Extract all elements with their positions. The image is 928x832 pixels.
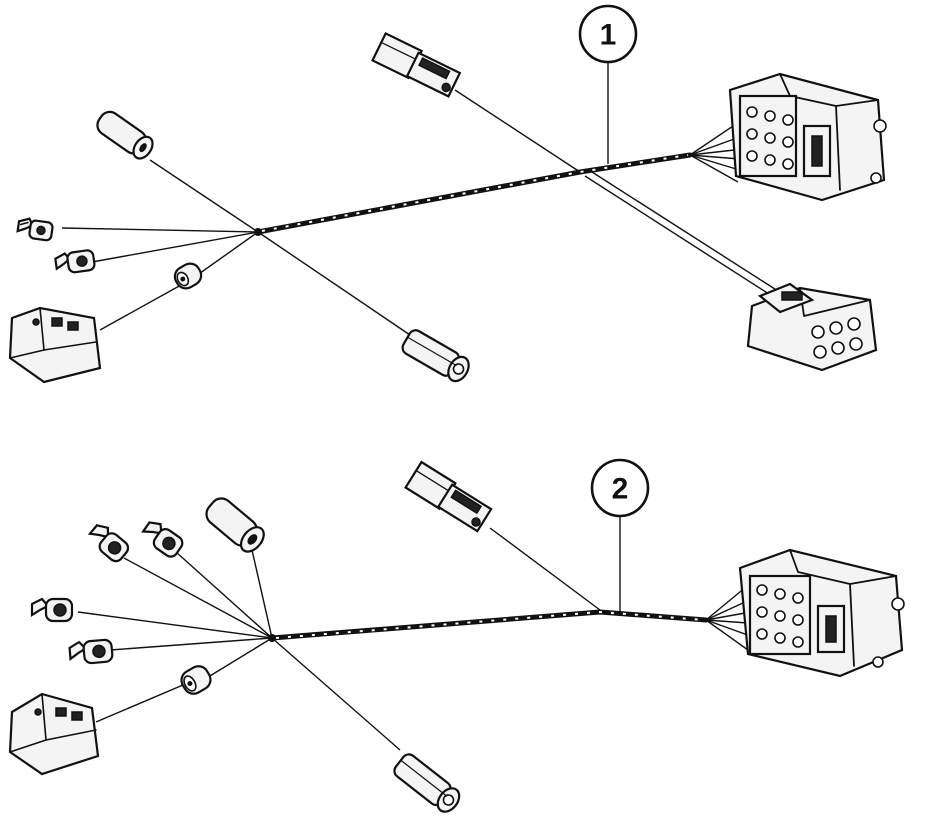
harness-2-barrel-connector xyxy=(180,665,212,695)
harness-1-main-connector xyxy=(728,72,887,202)
harness-2-cylinder-terminal-top xyxy=(205,497,265,553)
harness-2: 2 xyxy=(8,458,905,813)
harness-2-main-connector xyxy=(738,548,905,678)
harness-1-cylinder-terminal-top xyxy=(96,110,154,160)
harness-1-block-connector-left xyxy=(8,306,102,384)
callout-1-label: 1 xyxy=(600,19,617,52)
harness-1-sensor-plug-b xyxy=(54,249,96,274)
harness-2-flat-plug xyxy=(404,460,493,533)
harness-2-block-connector-left xyxy=(8,692,100,776)
harness-2-sensor-plug-d xyxy=(68,638,114,665)
harness-1: 1 xyxy=(8,4,887,384)
harness-2-cylinder-terminal-bottom xyxy=(393,753,461,813)
harness-1-secondary-connector xyxy=(746,282,878,372)
callout-2: 2 xyxy=(590,458,650,518)
harness-1-barrel-connector xyxy=(173,262,203,290)
harness-1-sensor-plug-a xyxy=(16,217,54,242)
harness-1-flat-plug xyxy=(371,31,462,98)
harness-2-sensor-plug-c xyxy=(30,597,74,623)
harness-2-sensor-plug-b xyxy=(141,521,184,558)
harness-1-junction xyxy=(254,228,262,236)
harness-1-cylinder-terminal-bottom xyxy=(401,329,470,383)
callout-2-label: 2 xyxy=(612,473,629,506)
harness-1-trunk xyxy=(255,152,693,235)
harness-2-junction xyxy=(268,634,276,642)
harness-2-sensor-plug-a xyxy=(87,524,130,563)
harness-2-branch-wires xyxy=(77,527,763,751)
callout-1: 1 xyxy=(578,4,638,64)
harness-2-trunk xyxy=(269,609,709,641)
harness-1-branch-wires xyxy=(61,89,779,336)
